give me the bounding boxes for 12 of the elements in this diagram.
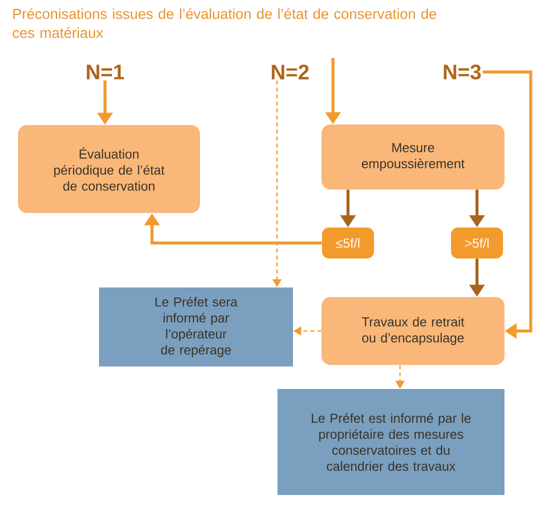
title: Préconisations issues de l’évaluation de l’état de conservation de ces matériaux bbox=[12, 8, 436, 38]
level-label: N=1 bbox=[86, 64, 124, 80]
threshold-badge: >5f/l bbox=[451, 228, 503, 258]
level-label: N=2 bbox=[272, 64, 309, 80]
process-box: Travaux de retrait ou d’encapsulage bbox=[322, 297, 504, 365]
threshold-badge: ≤5f/l bbox=[322, 228, 374, 258]
process-box: Mesure empoussièrement bbox=[322, 124, 504, 190]
info-box: Le Préfet sera informé par l’opérateur de repérage bbox=[99, 288, 293, 366]
process-box: Évaluation périodique de l’état de conservation bbox=[18, 125, 200, 213]
level-label: N=3 bbox=[444, 64, 481, 80]
info-box: Le Préfet est informé par le propriétaire des mesures conservatoires et du calendrier des travaux bbox=[278, 389, 504, 495]
arrow bbox=[482, 70, 532, 339]
